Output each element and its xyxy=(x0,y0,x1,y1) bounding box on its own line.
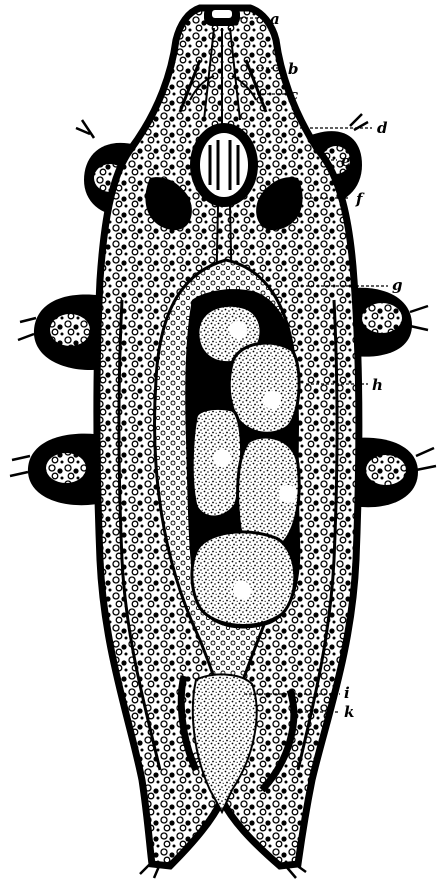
label-i: i xyxy=(344,684,350,702)
label-a: a xyxy=(270,10,280,28)
mouth xyxy=(204,6,240,26)
label-b: b xyxy=(288,60,299,78)
pharynx xyxy=(190,123,258,207)
label-h: h xyxy=(372,376,383,394)
label-d: d xyxy=(377,119,388,137)
label-e: e xyxy=(341,152,351,170)
label-f: f xyxy=(355,190,365,208)
egg-mass xyxy=(185,289,300,628)
egg-5 xyxy=(192,532,295,626)
label-g: g xyxy=(392,276,403,294)
label-c: c xyxy=(289,86,298,104)
label-k: k xyxy=(344,703,354,721)
